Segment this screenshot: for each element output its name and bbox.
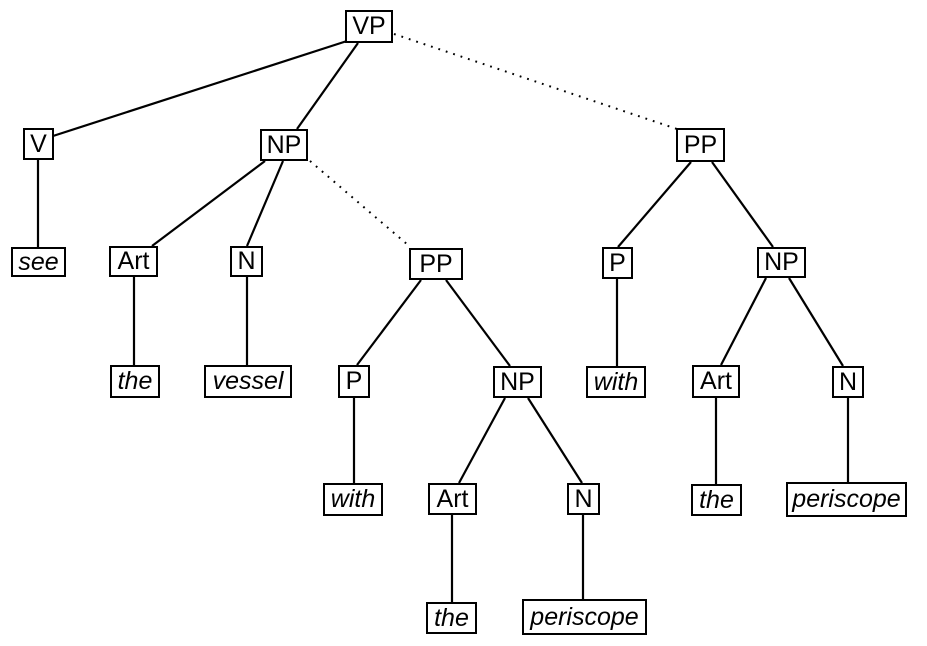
- node-p-outer-label: P: [609, 248, 626, 277]
- node-p-inner: P: [338, 365, 370, 398]
- node-art-vessel: Art: [109, 246, 158, 277]
- leaf-with-inner: with: [323, 483, 383, 516]
- node-np-inner-label: NP: [500, 367, 535, 396]
- node-np-outer: NP: [757, 247, 806, 278]
- node-n-vessel-label: N: [237, 247, 256, 275]
- leaf-the-outer-label: the: [699, 485, 734, 514]
- leaf-the-vessel: the: [110, 365, 160, 398]
- edge-pp-p-inner: [356, 279, 422, 366]
- leaf-with-outer: with: [586, 366, 646, 398]
- node-v-label: V: [30, 129, 47, 158]
- edge-np-art: [151, 160, 266, 247]
- edge-vp-np: [296, 42, 359, 130]
- node-vp-label: VP: [352, 12, 386, 40]
- leaf-the-inner: the: [426, 602, 477, 634]
- node-vp: VP: [345, 10, 393, 43]
- leaf-periscope-outer-label: periscope: [792, 485, 901, 513]
- node-n-inner: N: [567, 483, 600, 515]
- node-v: V: [23, 128, 54, 160]
- node-np-object-label: NP: [266, 130, 302, 159]
- leaf-vessel: vessel: [204, 365, 292, 398]
- leaf-periscope-inner-label: periscope: [530, 602, 639, 631]
- node-pp-outer: PP: [676, 128, 725, 162]
- edge-pp-p-outer: [617, 161, 692, 248]
- leaf-see-label: see: [18, 247, 59, 276]
- node-n-vessel: N: [230, 246, 263, 277]
- edge-np-art-outer: [720, 277, 767, 366]
- leaf-the-vessel-label: the: [117, 367, 153, 395]
- leaf-vessel-label: vessel: [212, 367, 284, 395]
- node-np-inner: NP: [493, 366, 542, 398]
- edge-pp-np-inner: [445, 279, 511, 367]
- node-art-inner: Art: [428, 483, 477, 515]
- node-pp-outer-label: PP: [683, 130, 718, 159]
- edge-vp-pp: [393, 33, 678, 130]
- node-art-outer-label: Art: [700, 367, 732, 395]
- leaf-see: see: [11, 247, 66, 277]
- edge-vp-v: [52, 39, 348, 138]
- leaf-the-outer: the: [691, 484, 742, 516]
- edge-np-art-inner: [458, 397, 506, 484]
- leaf-the-inner-label: the: [434, 603, 469, 632]
- node-n-outer-label: N: [838, 367, 858, 396]
- node-np-object: NP: [260, 129, 308, 161]
- edge-pp-np-outer: [711, 161, 774, 248]
- leaf-with-outer-label: with: [593, 367, 639, 396]
- edge-np-n: [245, 160, 285, 247]
- node-n-outer: N: [832, 366, 864, 398]
- node-art-inner-label: Art: [436, 484, 469, 513]
- leaf-with-inner-label: with: [330, 485, 376, 513]
- leaf-periscope-outer: periscope: [786, 482, 907, 517]
- node-p-inner-label: P: [345, 367, 363, 395]
- edge-np-pp: [309, 160, 409, 246]
- leaf-periscope-inner: periscope: [522, 599, 647, 635]
- node-art-vessel-label: Art: [117, 247, 150, 275]
- node-n-inner-label: N: [574, 484, 593, 513]
- node-p-outer: P: [602, 247, 633, 279]
- node-art-outer: Art: [692, 365, 740, 398]
- node-pp-inner: PP: [409, 248, 463, 280]
- node-np-outer-label: NP: [764, 248, 799, 276]
- node-pp-inner-label: PP: [419, 249, 453, 278]
- edge-np-n-outer: [788, 277, 844, 367]
- edge-np-n-inner: [527, 397, 583, 484]
